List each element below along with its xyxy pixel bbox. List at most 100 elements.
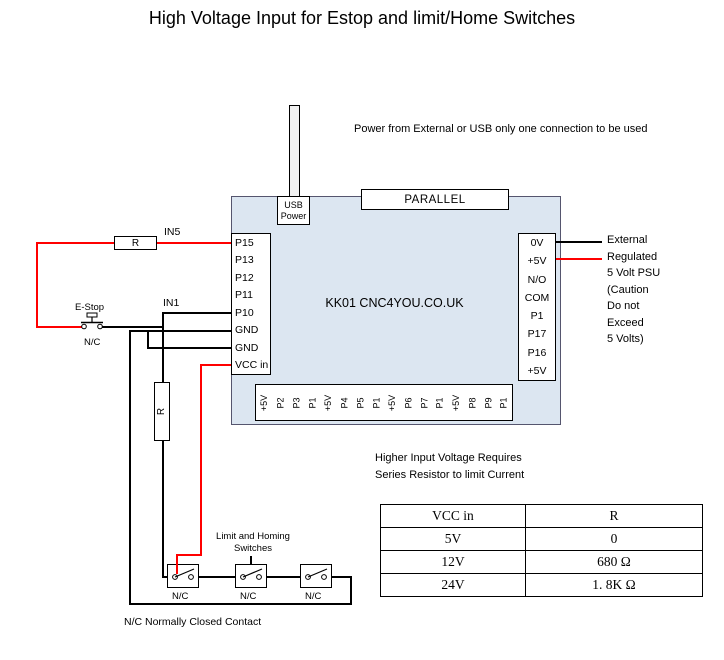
right-pin: P17 <box>527 328 547 341</box>
wire-vcc-red-kink-v <box>176 554 178 574</box>
table-header-cell: R <box>525 504 703 528</box>
bottom-pin: P3 <box>288 385 304 420</box>
bottom-pin-block: +5V P2 P3 P1 +5V P4 P5 P1 +5V P6 P7 P1 +… <box>255 384 513 421</box>
higher-voltage-note-line1: Higher Input Voltage Requires <box>375 452 522 464</box>
in1-label: IN1 <box>163 297 180 309</box>
page-title: High Voltage Input for Estop and limit/H… <box>148 8 576 28</box>
bottom-pin: P1 <box>304 385 320 420</box>
bottom-pin-label: +5V <box>451 394 462 411</box>
left-pin: P13 <box>235 254 254 267</box>
left-pin: P11 <box>235 289 253 302</box>
table-row: 5V 0 <box>380 527 703 551</box>
bottom-pin: P8 <box>464 385 480 420</box>
estop-nc-label: N/C <box>84 337 101 348</box>
right-pin: COM <box>524 291 550 304</box>
bottom-pin-label: P1 <box>434 396 445 409</box>
table-cell: 5V <box>380 527 526 551</box>
bottom-pin: P1 <box>496 385 512 420</box>
bottom-pin: P4 <box>336 385 352 420</box>
table-row: VCC in R <box>380 504 703 528</box>
wire-5v-red <box>556 258 602 260</box>
wire-resistor-down <box>162 441 164 578</box>
wire-left-red-vert <box>36 242 38 328</box>
resistor-table: VCC in R 5V 0 12V 680 Ω 24V 1. 8K Ω <box>380 504 703 597</box>
limit-switch-icon <box>235 564 267 588</box>
limit-switch-icon <box>300 564 332 588</box>
table-cell: 12V <box>380 550 526 574</box>
bottom-pin-label: P7 <box>419 396 430 409</box>
left-pin: VCC in <box>235 359 269 372</box>
bottom-pin: +5V <box>256 385 272 420</box>
table-cell: 680 Ω <box>525 550 703 574</box>
wire-gnd-merge <box>147 330 149 349</box>
bottom-pin: P6 <box>400 385 416 420</box>
right-pin: +5V <box>527 255 547 268</box>
bottom-pin: P1 <box>368 385 384 420</box>
psu-note-line: Regulated <box>607 250 658 263</box>
switch1-nc-label: N/C <box>172 591 189 602</box>
resistor-label: R <box>156 407 168 416</box>
limit-homing-label-line2: Switches <box>233 543 272 554</box>
bottom-pin-label: P9 <box>483 396 494 409</box>
bottom-pin-label: +5V <box>259 394 270 411</box>
higher-voltage-note-line2: Series Resistor to limit Current <box>375 469 525 481</box>
left-pin: P12 <box>235 271 254 284</box>
series-resistor-vertical: R <box>154 382 170 441</box>
board-name: KK01 CNC4YOU.CO.UK <box>325 296 464 310</box>
in5-label: IN5 <box>164 226 181 238</box>
bottom-pin: P9 <box>480 385 496 420</box>
right-pin: N/O <box>527 273 547 286</box>
table-cell: 1. 8K Ω <box>525 573 703 597</box>
limit-homing-label: Limit and Homing Switches <box>193 531 313 555</box>
bottom-pin: P7 <box>416 385 432 420</box>
bottom-pin-label: +5V <box>387 394 398 411</box>
left-pin: GND <box>235 324 259 337</box>
left-pin: P15 <box>235 236 254 249</box>
bottom-pin: P1 <box>432 385 448 420</box>
wire-in5-red-h2 <box>156 242 232 244</box>
psu-note-line: External <box>607 234 648 246</box>
estop-switch-icon <box>81 312 103 330</box>
parallel-port: PARALLEL <box>361 189 509 210</box>
usb-power-port: USB Power <box>277 196 310 225</box>
bottom-pin: P2 <box>272 385 288 420</box>
bottom-pin-label: P2 <box>275 396 286 409</box>
wire-chain-right-vert <box>350 576 352 605</box>
limit-homing-label-line1: Limit and Homing <box>216 531 290 542</box>
right-pin: P16 <box>527 346 547 359</box>
left-pin-block: P15 P13 P12 P11 P10 GND GND VCC in <box>231 233 271 375</box>
psu-note-line: 5 Volts) <box>607 333 644 345</box>
parallel-label: PARALLEL <box>404 193 466 206</box>
resistor-label: R <box>131 237 140 249</box>
wire-vcc-red-h <box>200 364 232 366</box>
bottom-pin-label: P4 <box>339 396 350 409</box>
power-source-note: Power from External or USB only one conn… <box>354 123 648 135</box>
wire-0v-black <box>556 241 602 243</box>
bottom-pin: +5V <box>320 385 336 420</box>
wire-estop-red <box>36 326 84 328</box>
right-pin: P1 <box>530 310 544 323</box>
nc-contact-note: N/C Normally Closed Contact <box>124 616 262 628</box>
psu-note-line: Exceed <box>607 316 644 329</box>
bottom-pin-label: P1 <box>371 396 382 409</box>
wire-bottom-rail <box>129 603 352 605</box>
right-pin-block: 0V +5V N/O COM P1 P17 P16 +5V <box>518 233 556 381</box>
table-cell: 24V <box>380 573 526 597</box>
right-pin: 0V <box>530 237 544 250</box>
switch3-nc-label: N/C <box>305 591 322 602</box>
bottom-pin: +5V <box>384 385 400 420</box>
wire-vcc-red-vert <box>200 364 202 556</box>
table-header-cell: VCC in <box>380 504 526 528</box>
usb-power-label-line2: Power <box>280 210 307 221</box>
bottom-pin-label: P3 <box>291 396 302 409</box>
bottom-pin-label: P6 <box>403 396 414 409</box>
wire-estop-black <box>100 326 163 328</box>
usb-power-label-line1: USB <box>284 200 303 211</box>
limit-label-pointer <box>250 556 252 565</box>
table-row: 12V 680 Ω <box>380 550 703 574</box>
bottom-pin-label: +5V <box>323 394 334 411</box>
wire-in1-black <box>162 312 232 314</box>
table-row: 24V 1. 8K Ω <box>380 573 703 597</box>
bottom-pin-label: P1 <box>498 396 509 409</box>
